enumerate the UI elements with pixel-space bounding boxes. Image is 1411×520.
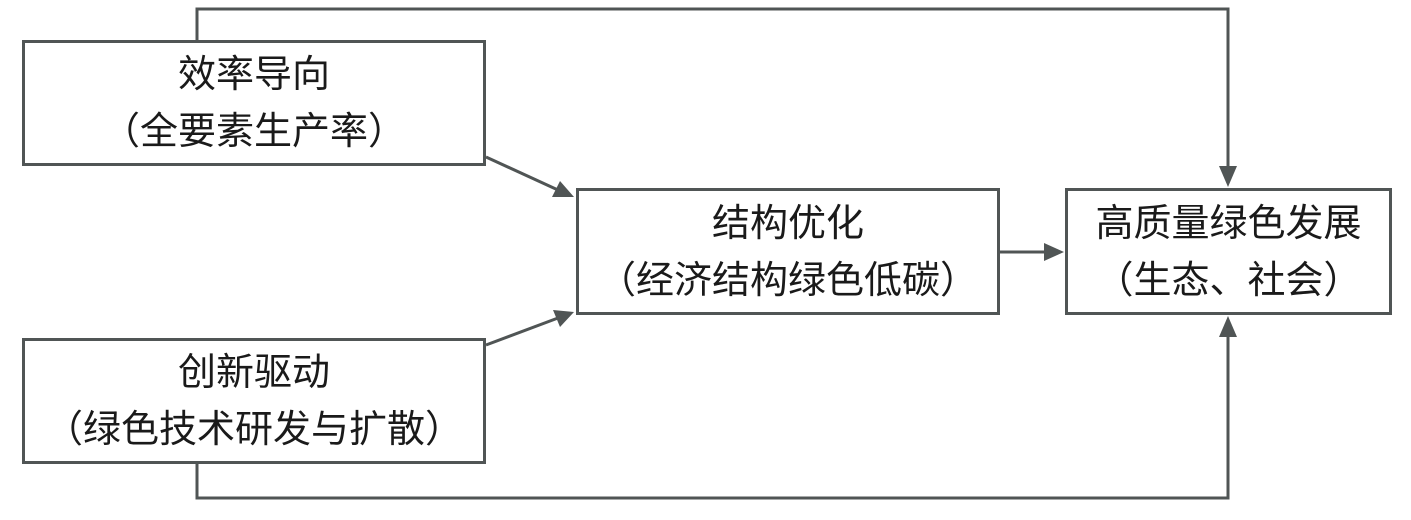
arrowhead-efficiency-to-structure bbox=[552, 181, 574, 197]
arrow-innovation-to-structure bbox=[485, 316, 559, 347]
structure-node: 结构优化 （经济结构绿色低碳） bbox=[576, 188, 1000, 315]
quality-title: 高质量绿色发展 bbox=[1095, 200, 1362, 245]
efficiency-title: 效率导向 bbox=[177, 52, 330, 96]
efficiency-node: 效率导向 （全要素生产率） bbox=[22, 40, 486, 166]
innovation-node: 创新驱动 （绿色技术研发与扩散） bbox=[22, 338, 486, 464]
arrowhead-innovation-to-structure bbox=[553, 310, 574, 327]
efficiency-subtitle: （全要素生产率） bbox=[101, 109, 406, 153]
innovation-subtitle: （绿色技术研发与扩散） bbox=[44, 407, 463, 451]
arrowhead-structure-to-quality bbox=[1044, 243, 1064, 261]
structure-title: 结构优化 bbox=[711, 200, 864, 245]
structure-subtitle: （经济结构绿色低碳） bbox=[597, 257, 978, 302]
arrow-efficiency-to-structure bbox=[485, 155, 559, 192]
arrowhead-innovation-to-quality bbox=[1219, 316, 1237, 337]
arrow-efficiency-to-quality bbox=[195, 7, 1230, 170]
arrow-innovation-to-quality bbox=[195, 333, 1230, 500]
quality-subtitle: （生态、社会） bbox=[1095, 257, 1362, 302]
arrowhead-efficiency-to-quality bbox=[1219, 166, 1237, 187]
quality-node: 高质量绿色发展 （生态、社会） bbox=[1065, 188, 1392, 315]
innovation-title: 创新驱动 bbox=[177, 350, 330, 394]
